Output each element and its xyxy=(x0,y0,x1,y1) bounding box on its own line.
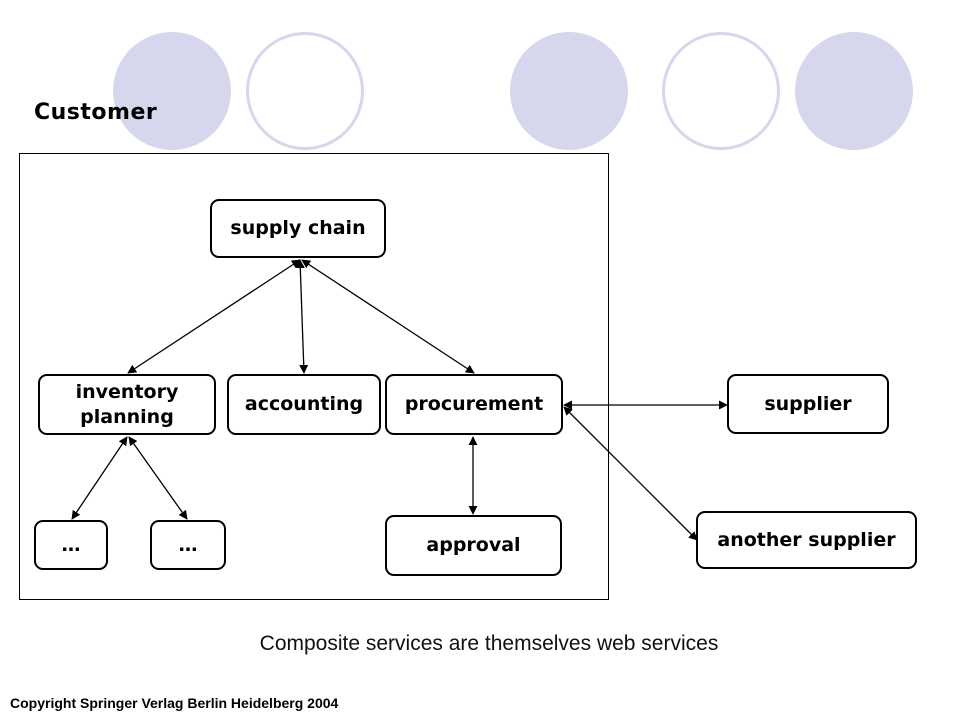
node-ellipsis-right[interactable]: … xyxy=(150,520,226,570)
decor-circle-2 xyxy=(510,32,628,150)
node-another-supplier[interactable]: another supplier xyxy=(696,511,917,569)
decor-circle-1 xyxy=(113,32,231,150)
decor-circle-3 xyxy=(795,32,913,150)
node-procurement[interactable]: procurement xyxy=(385,374,563,435)
node-approval[interactable]: approval xyxy=(385,515,562,576)
copyright-notice: Copyright Springer Verlag Berlin Heidelb… xyxy=(10,695,339,711)
decor-ring-2 xyxy=(662,32,780,150)
slide-title: Customer xyxy=(34,100,158,125)
caption: Composite services are themselves web se… xyxy=(259,632,719,655)
customer-boundary xyxy=(19,153,609,600)
node-supply-chain[interactable]: supply chain xyxy=(210,199,386,258)
node-inventory-planning[interactable]: inventory planning xyxy=(38,374,216,435)
node-supplier[interactable]: supplier xyxy=(727,374,889,434)
node-accounting[interactable]: accounting xyxy=(227,374,381,435)
decor-ring-1 xyxy=(246,32,364,150)
node-ellipsis-left[interactable]: … xyxy=(34,520,108,570)
